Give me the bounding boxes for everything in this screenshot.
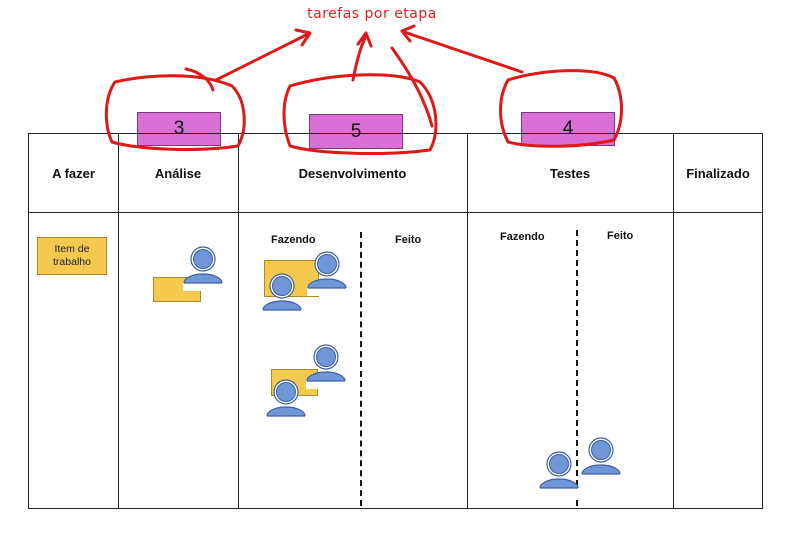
person-icon xyxy=(581,434,621,482)
arrow-line-desenvolvimento xyxy=(351,34,368,82)
column-header-testes: Testes xyxy=(549,165,591,181)
circle-analise-tail xyxy=(184,67,215,92)
header-divider xyxy=(29,212,762,213)
arrow-line-testes xyxy=(402,30,524,74)
person-icon xyxy=(306,341,346,389)
subcolumn-header-dev-feito: Feito xyxy=(395,234,422,246)
column-divider xyxy=(673,134,674,508)
arrow-line-analise xyxy=(214,32,310,82)
subcolumn-header-test-feito: Feito xyxy=(607,230,634,242)
subcolumn-divider-test xyxy=(576,230,578,506)
column-header-finalizado: Finalizado xyxy=(686,165,750,181)
subcolumn-divider-dev xyxy=(360,232,362,506)
work-item-card: Item de trabalho xyxy=(37,237,107,275)
kanban-board: A fazer Análise Desenvolvimento Testes F… xyxy=(28,133,763,509)
arrow-head-testes xyxy=(400,24,416,43)
arrow-head-analise xyxy=(294,28,312,47)
column-header-a-fazer: A fazer xyxy=(52,165,95,181)
column-divider xyxy=(238,134,239,508)
column-divider xyxy=(118,134,119,508)
person-icon xyxy=(183,243,223,291)
person-icon xyxy=(262,270,302,318)
column-divider xyxy=(467,134,468,508)
column-header-desenvolvimento: Desenvolvimento xyxy=(298,165,407,181)
person-icon xyxy=(266,376,306,424)
arrow-head-desenvolvimento xyxy=(356,31,373,48)
person-icon xyxy=(307,248,347,296)
subcolumn-header-dev-fazendo: Fazendo xyxy=(271,234,316,246)
subcolumn-header-test-fazendo: Fazendo xyxy=(500,231,545,243)
column-header-analise: Análise xyxy=(154,165,202,181)
annotation-title: tarefas por etapa xyxy=(307,6,437,22)
person-icon xyxy=(539,448,579,496)
